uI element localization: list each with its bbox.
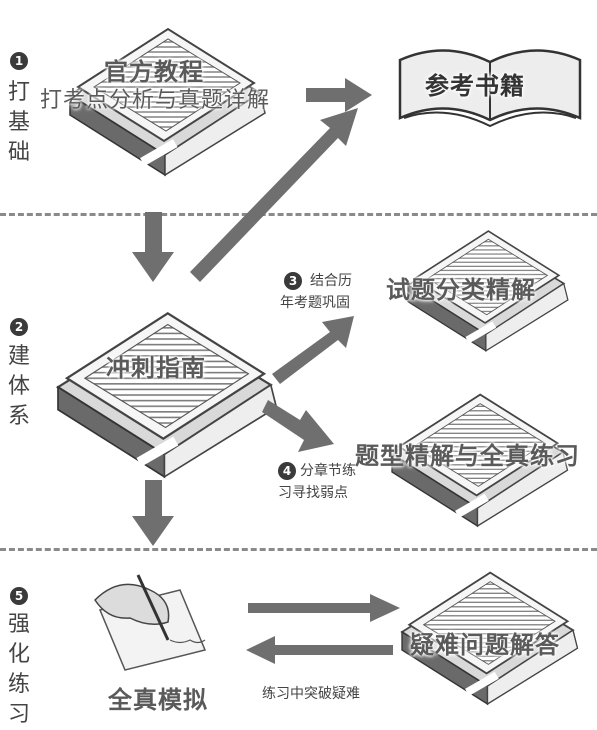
arrow-sprint-to-reference [190, 108, 358, 282]
book-reference [398, 49, 582, 128]
label-reference-books: 参考书籍 [425, 72, 525, 100]
step-3-note: 结合历 年考题巩固 [280, 273, 352, 311]
section-divider-2 [0, 548, 597, 551]
arrow-difficult-to-simulation [246, 636, 393, 664]
arrow-official-to-reference [306, 78, 372, 112]
stage-1-number: 1 [10, 52, 28, 70]
breakthrough-note: 练习中突破疑难 [262, 686, 360, 702]
arrow-sprint-to-simulation [132, 480, 174, 546]
book-sprint [56, 312, 278, 478]
label-sprint-guide: 冲刺指南 [106, 354, 206, 382]
label-classified-questions: 试题分类精解 [386, 276, 536, 304]
arrow-official-to-sprint [132, 212, 174, 282]
stage-1-label: 打 基 础 [7, 80, 30, 165]
stage-5-label: 强 化 练 习 [7, 612, 30, 727]
stage-2-label: 建 体 系 [7, 344, 30, 429]
step-4-note: 分章节练 习寻找弱点 [278, 463, 356, 501]
label-question-types: 题型精解与全真练习 [355, 442, 580, 470]
arrow-sprint-to-question-types [262, 400, 334, 452]
step-3-number: 3 [284, 272, 302, 290]
stage-2-number: 2 [10, 318, 28, 336]
hand-writing-icon [94, 574, 207, 671]
label-simulation: 全真模拟 [108, 686, 208, 714]
section-divider-1 [0, 213, 597, 216]
stage-5-number: 5 [10, 587, 28, 605]
step-4-number: 4 [278, 462, 296, 480]
label-official-tutorial: 官方教程 [104, 58, 204, 86]
label-official-subtitle: 打考点分析与真题详解 [40, 88, 271, 113]
arrow-sprint-to-classified [272, 316, 354, 384]
arrow-simulation-to-difficult [248, 594, 400, 622]
label-difficult-questions: 疑难问题解答 [410, 631, 560, 659]
arrows [132, 78, 400, 664]
